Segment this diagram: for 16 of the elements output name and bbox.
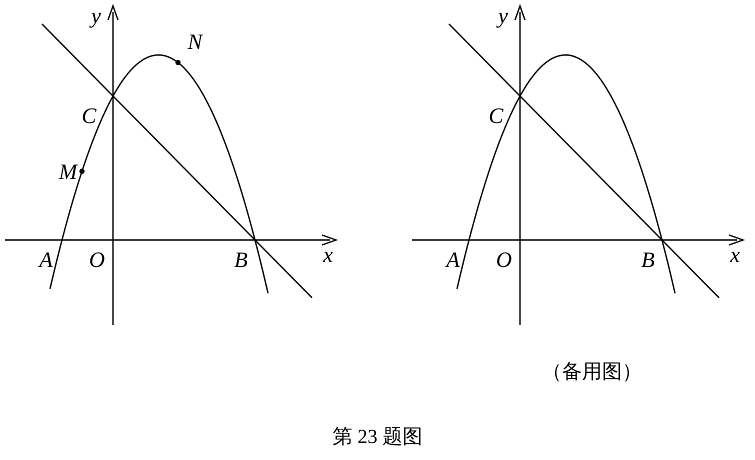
point-label: B: [234, 249, 248, 271]
figure-note: （备用图）: [542, 362, 642, 382]
point-label: A: [39, 249, 53, 271]
point-label: M: [58, 161, 78, 183]
axis-label: x: [730, 244, 740, 266]
point-label: C: [82, 105, 96, 127]
axis-label: y: [91, 5, 101, 27]
point-label: O: [89, 249, 105, 271]
point-label: B: [641, 249, 655, 271]
point-label: C: [488, 105, 504, 127]
axis-label: x: [323, 244, 333, 266]
point-label: N: [188, 31, 202, 53]
figure-caption: 第 23 题图: [332, 427, 422, 447]
point-label: A: [446, 249, 460, 271]
axis-label: y: [498, 5, 508, 27]
point-label: O: [496, 249, 512, 271]
